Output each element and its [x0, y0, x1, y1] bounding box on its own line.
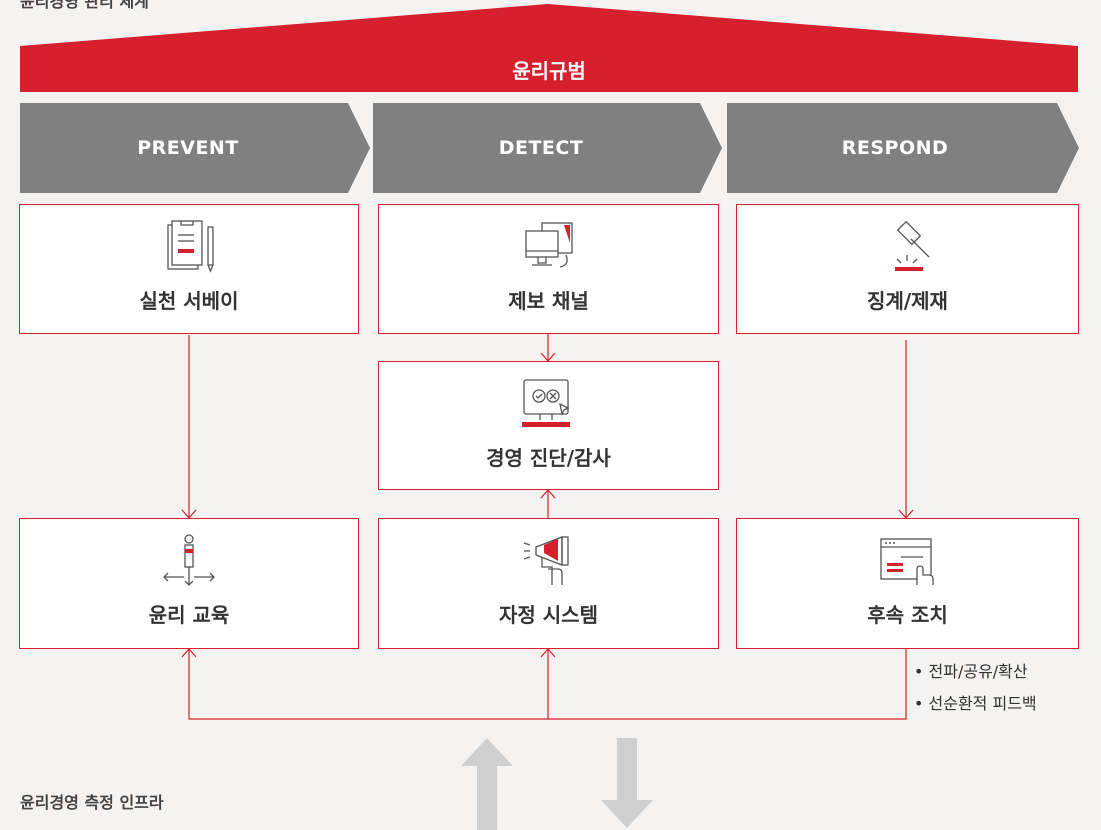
- box-audit: 경영 진단/감사: [378, 361, 719, 490]
- browser-cursor-icon: [879, 538, 934, 585]
- box-education-label: 윤리 교육: [148, 603, 230, 627]
- gavel-icon: [894, 220, 929, 271]
- box-self-system: 자정 시스템: [378, 518, 719, 649]
- note-feedback: • 선순환적 피드백: [914, 694, 1037, 713]
- box-audit-label: 경영 진단/감사: [486, 446, 611, 470]
- infra-arrows: [461, 738, 653, 830]
- box-report: 제보 채널: [378, 204, 719, 334]
- box-discipline: 징계/제재: [736, 204, 1079, 334]
- clipboard-pencil-icon: [167, 220, 214, 273]
- down-arrow: [601, 738, 653, 828]
- arrow-self-to-audit: [540, 489, 556, 518]
- box-followup-label: 후속 조치: [867, 603, 948, 627]
- box-report-label: 제보 채널: [508, 289, 589, 313]
- phase-detect-label: DETECT: [498, 137, 584, 159]
- chevron-prevent: [20, 103, 370, 193]
- person-directions-icon: [163, 534, 215, 586]
- infra-title: 윤리경영 측정 인프라: [20, 793, 164, 812]
- diagnosis-screen-icon: [521, 379, 570, 427]
- page-title: 윤리경영 관리 체계: [20, 0, 149, 11]
- box-survey: 실천 서베이: [19, 204, 359, 334]
- chevron-respond: [727, 103, 1079, 193]
- megaphone-hand-icon: [523, 536, 569, 585]
- box-survey-label: 실천 서베이: [139, 289, 239, 313]
- arrow-report-to-audit: [540, 333, 556, 362]
- arrow-survey-to-education: [181, 335, 197, 519]
- up-arrow: [461, 738, 513, 830]
- box-followup: 후속 조치: [736, 518, 1079, 649]
- roof-label: 윤리규범: [512, 58, 586, 83]
- box-education: 윤리 교육: [19, 518, 359, 649]
- box-discipline-label: 징계/제재: [867, 289, 948, 313]
- arrow-discipline-to-followup: [898, 340, 914, 519]
- roof-shape: [20, 4, 1078, 92]
- chevron-detect: [373, 103, 722, 193]
- feedback-loop: [181, 648, 907, 720]
- phase-respond-label: RESPOND: [841, 137, 949, 159]
- phase-prevent-label: PREVENT: [137, 137, 239, 159]
- note-spread: • 전파/공유/확산: [914, 662, 1028, 681]
- computer-monitors-icon: [524, 222, 573, 268]
- box-self-system-label: 자정 시스템: [499, 603, 598, 627]
